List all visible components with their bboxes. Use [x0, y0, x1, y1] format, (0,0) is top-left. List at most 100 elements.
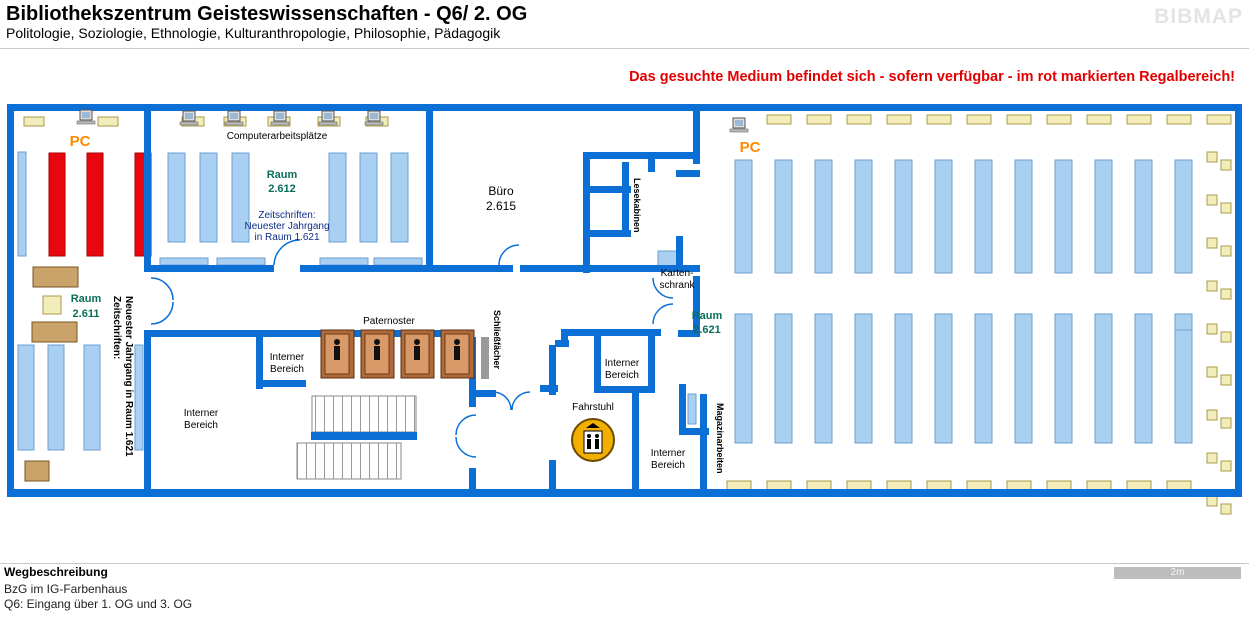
- desk: [1220, 503, 1232, 515]
- wall: [622, 193, 629, 237]
- shelf[interactable]: [934, 159, 953, 274]
- door-right[interactable]: [652, 303, 674, 325]
- door-2612[interactable]: [273, 239, 301, 266]
- desk: [726, 480, 752, 491]
- shelf[interactable]: [134, 344, 144, 451]
- desk: [1086, 480, 1112, 491]
- locker: [481, 337, 489, 379]
- lockers-label: Schließfächer: [492, 310, 502, 370]
- shelf[interactable]: [894, 313, 913, 444]
- desk: [1046, 480, 1072, 491]
- door-corridor[interactable]: [492, 391, 512, 411]
- desk: [806, 114, 832, 125]
- computer-icon-screen: [230, 113, 238, 119]
- shelf[interactable]: [894, 159, 913, 274]
- door-2615[interactable]: [498, 244, 520, 266]
- desk: [1220, 374, 1232, 386]
- shelf[interactable]: [1014, 313, 1033, 444]
- internal-area-label: Interner: [270, 352, 305, 363]
- computer-icon-screen: [370, 113, 378, 119]
- shelf[interactable]: [1174, 159, 1193, 274]
- shelf[interactable]: [319, 257, 369, 266]
- shelf-highlighted[interactable]: [86, 152, 104, 257]
- office-number: 2.615: [486, 199, 516, 213]
- shelf[interactable]: [1094, 313, 1113, 444]
- desk: [766, 114, 792, 125]
- wall: [583, 186, 631, 193]
- elevator-icon-door: [583, 430, 603, 454]
- shelf[interactable]: [83, 344, 101, 451]
- shelf-highlighted[interactable]: [48, 152, 66, 257]
- computer-icon-keyboard: [729, 128, 749, 133]
- shelf[interactable]: [657, 250, 679, 267]
- shelf[interactable]: [17, 344, 35, 451]
- shelf[interactable]: [1054, 159, 1073, 274]
- shelf[interactable]: [687, 393, 697, 425]
- door-stair[interactable]: [455, 414, 477, 436]
- shelf[interactable]: [373, 257, 423, 266]
- desk: [1206, 409, 1218, 421]
- shelf[interactable]: [199, 152, 218, 243]
- wall: [144, 104, 151, 272]
- shelf[interactable]: [734, 159, 753, 274]
- shelf[interactable]: [934, 313, 953, 444]
- shelf[interactable]: [734, 313, 753, 444]
- wall: [648, 336, 655, 388]
- desk: [1206, 114, 1232, 125]
- shelf[interactable]: [774, 313, 793, 444]
- shelf[interactable]: [854, 159, 873, 274]
- header-divider: [0, 48, 1249, 49]
- desk: [97, 116, 119, 127]
- directions-line-2: Q6: Eingang über 1. OG und 3. OG: [4, 597, 193, 611]
- office-label: Büro: [488, 184, 514, 198]
- desk: [23, 116, 45, 127]
- shelf[interactable]: [854, 313, 873, 444]
- shelf[interactable]: [216, 257, 266, 266]
- desk: [886, 480, 912, 491]
- door-left-upper[interactable]: [150, 301, 174, 325]
- shelf[interactable]: [159, 257, 209, 266]
- shelf[interactable]: [1014, 159, 1033, 274]
- shelf[interactable]: [390, 152, 409, 243]
- wall: [648, 152, 655, 172]
- desk: [926, 480, 952, 491]
- map-cabinet-label: schrank: [659, 280, 695, 291]
- bibmap-logo: BIBMAP: [1154, 5, 1243, 28]
- door-left-upper[interactable]: [150, 277, 174, 301]
- shelf[interactable]: [974, 313, 993, 444]
- door-corridor[interactable]: [511, 391, 531, 411]
- person-icon: [414, 346, 420, 360]
- shelf[interactable]: [814, 313, 833, 444]
- computer-icon-keyboard: [224, 121, 244, 126]
- shelf[interactable]: [1094, 159, 1113, 274]
- door-right[interactable]: [652, 277, 674, 299]
- shelf[interactable]: [1134, 159, 1153, 274]
- shelf[interactable]: [774, 159, 793, 274]
- shelf[interactable]: [1054, 313, 1073, 444]
- wall: [632, 393, 639, 497]
- shelf[interactable]: [47, 344, 65, 451]
- shelf[interactable]: [231, 152, 250, 243]
- stairs-icon: [311, 395, 417, 433]
- outer-wall-top: [7, 104, 1242, 111]
- computer-icon-keyboard: [364, 121, 384, 126]
- desk: [806, 480, 832, 491]
- elevator-arrow-icon: [586, 423, 600, 428]
- shelf[interactable]: [1134, 313, 1153, 444]
- shelf[interactable]: [328, 152, 347, 243]
- shelf[interactable]: [1174, 329, 1193, 444]
- shelf[interactable]: [17, 151, 27, 257]
- shelf[interactable]: [359, 152, 378, 243]
- desk: [1206, 323, 1218, 335]
- person-icon: [374, 346, 380, 360]
- person-icon: [454, 339, 460, 345]
- elevator-icon-person: [595, 434, 599, 438]
- shelf[interactable]: [814, 159, 833, 274]
- room-2612-number: 2.612: [268, 183, 296, 195]
- shelf[interactable]: [167, 152, 186, 243]
- shelf[interactable]: [974, 159, 993, 274]
- wall: [679, 384, 686, 434]
- door-stair[interactable]: [455, 436, 477, 458]
- room-2612-label: Raum: [267, 169, 298, 181]
